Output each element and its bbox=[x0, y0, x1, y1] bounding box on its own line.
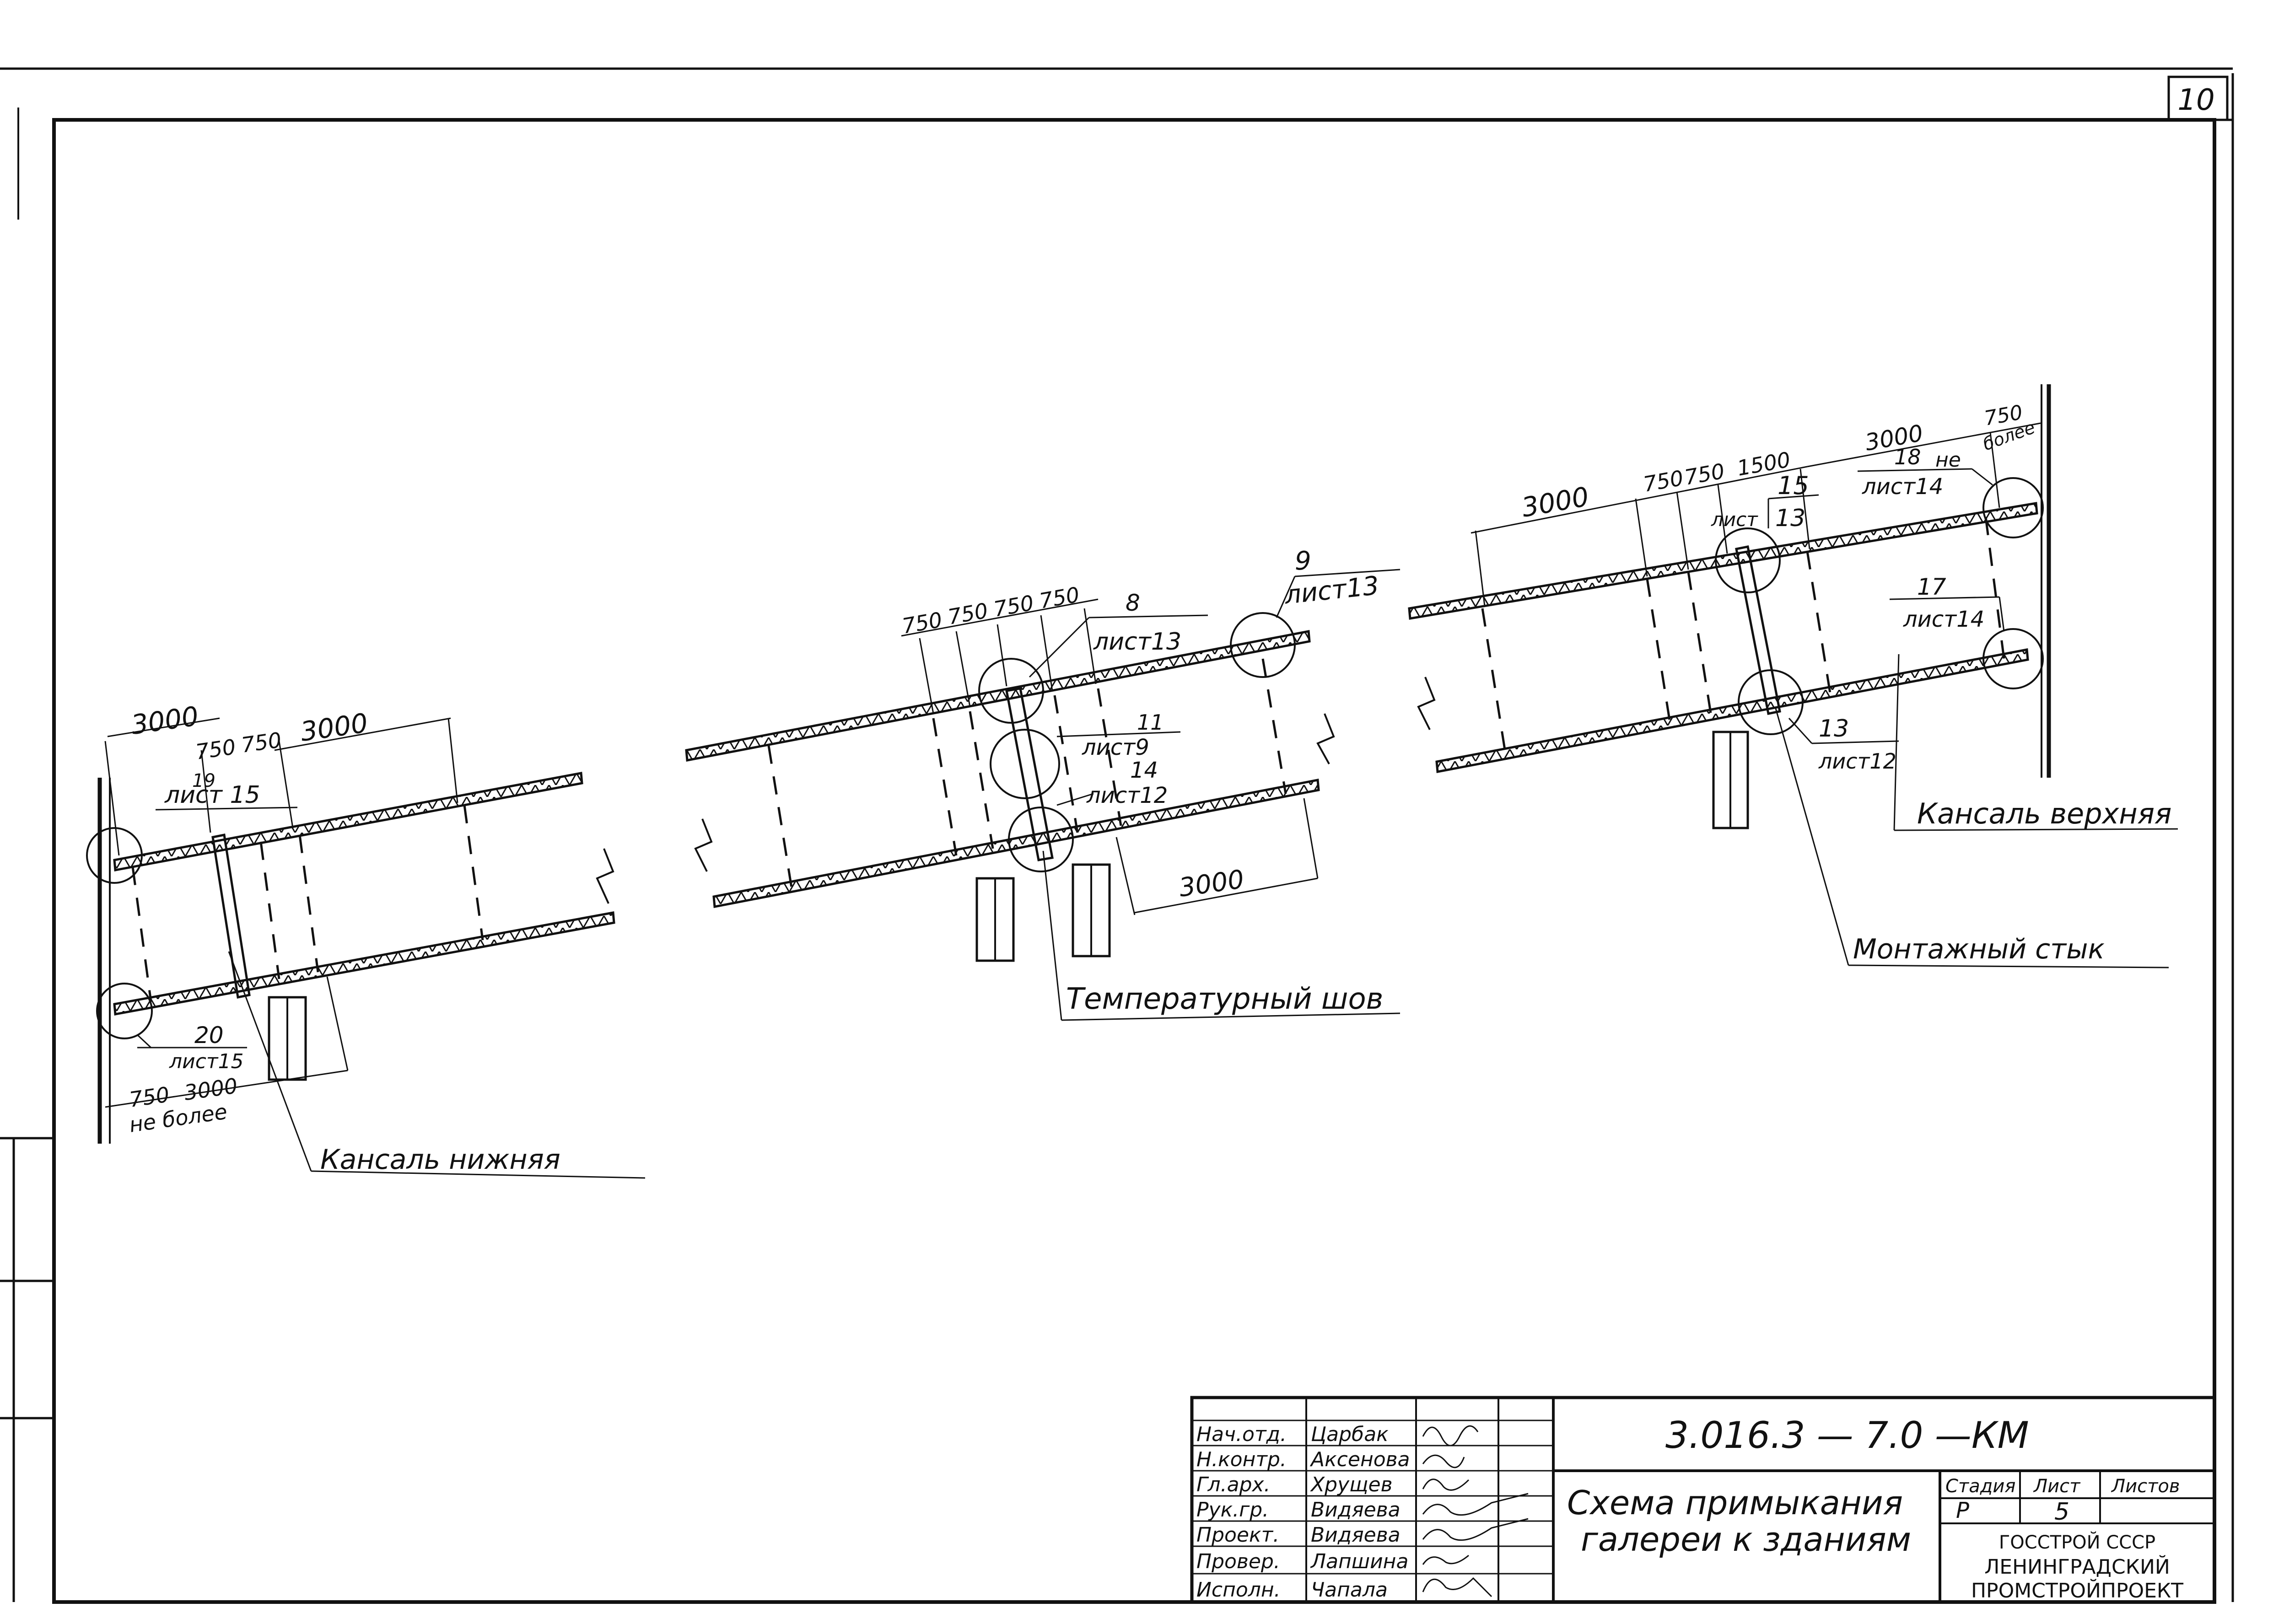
sheet-value: 5 bbox=[2054, 1498, 2069, 1526]
lower-bracket-label: Кансаль нижняя bbox=[320, 1144, 560, 1176]
lower-dim-750-bottom: 750 bbox=[128, 1082, 171, 1112]
callout-circle-18 bbox=[1982, 477, 2044, 538]
signature-4 bbox=[1422, 1518, 1529, 1541]
sheet-header: Лист bbox=[2033, 1476, 2081, 1497]
callout-circle-15 bbox=[1715, 527, 1781, 593]
signature-2 bbox=[1422, 1479, 1470, 1491]
name-2: Хрущев bbox=[1310, 1473, 1393, 1496]
role-5: Провер. bbox=[1196, 1550, 1280, 1573]
lower-dim-750-b: 750 bbox=[240, 727, 283, 758]
callout-9-num: 9 bbox=[1295, 546, 1311, 576]
lower-dim-3000-left: 3000 bbox=[129, 700, 200, 741]
lower-dim-3000-right: 3000 bbox=[298, 707, 370, 747]
mounting-joint-label: Монтажный стык bbox=[1853, 933, 2105, 965]
upper-top-chord bbox=[1408, 502, 2038, 620]
lower-top-chord bbox=[113, 772, 583, 871]
signature-6 bbox=[1422, 1577, 1492, 1597]
middle-bottom-chord bbox=[712, 779, 1320, 908]
middle-dim-750-3: 750 bbox=[992, 590, 1036, 621]
callout-18-sheet: лист14 bbox=[1862, 474, 1943, 500]
name-3: Видяева bbox=[1311, 1498, 1401, 1522]
middle-top-chord bbox=[685, 630, 1311, 762]
sheets-header: Листов bbox=[2111, 1476, 2180, 1497]
role-0: Нач.отд. bbox=[1196, 1423, 1287, 1446]
callout-8-sheet: лист13 bbox=[1093, 628, 1181, 656]
drawing-code: 3.016.3 — 7.0 —КМ bbox=[1665, 1414, 2029, 1457]
upper-not-more-1: не bbox=[1935, 448, 1961, 472]
role-1: Н.контр. bbox=[1196, 1448, 1287, 1471]
callout-13-sheet: лист12 bbox=[1818, 749, 1896, 774]
callout-13-num: 13 bbox=[1819, 715, 1849, 742]
callout-circle-19 bbox=[86, 827, 143, 884]
callout-17-sheet: лист14 bbox=[1903, 607, 1984, 632]
callout-circle-8 bbox=[978, 658, 1044, 724]
org-line1: ГОССТРОЙ СССР bbox=[1999, 1531, 2155, 1553]
callout-circle-17 bbox=[1982, 628, 2044, 689]
middle-dim-3000: 3000 bbox=[1177, 865, 1246, 903]
middle-dim-750-4: 750 bbox=[1038, 582, 1082, 613]
title-block: Нач.отд. Царбак Н.контр. Аксенова Гл.арх… bbox=[1190, 1396, 2216, 1604]
callout-circle-14 bbox=[1008, 807, 1074, 872]
upper-bracket-label: Кансаль верхняя bbox=[1917, 797, 2171, 830]
callout-15-sheet-word: лист bbox=[1711, 508, 1758, 531]
stage-header: Стадия bbox=[1945, 1476, 2015, 1497]
name-0: Царбак bbox=[1311, 1423, 1389, 1446]
page-number: 10 bbox=[2177, 83, 2214, 117]
name-5: Лапшина bbox=[1310, 1550, 1408, 1573]
callout-circle-13 bbox=[1738, 669, 1804, 735]
signature-0 bbox=[1422, 1425, 1479, 1447]
upper-dim-3000-left: 3000 bbox=[1519, 481, 1591, 523]
callout-15-num: 15 bbox=[1778, 471, 1809, 500]
lower-bottom-chord bbox=[113, 911, 615, 1016]
drawing-title-line1: Схема примыкания bbox=[1567, 1484, 1903, 1522]
callout-circle-11 bbox=[990, 729, 1060, 799]
temperature-joint-label: Температурный шов bbox=[1066, 982, 1383, 1016]
signature-3 bbox=[1422, 1493, 1529, 1516]
role-6: Исполн. bbox=[1196, 1578, 1281, 1602]
callout-11-sheet: лист9 bbox=[1082, 735, 1149, 760]
stage-value: Р bbox=[1956, 1498, 1969, 1523]
role-3: Рук.гр. bbox=[1196, 1498, 1269, 1522]
callout-18-num: 18 bbox=[1894, 445, 1921, 469]
callout-14-num: 14 bbox=[1130, 758, 1158, 783]
name-6: Чапала bbox=[1311, 1578, 1388, 1602]
callout-circle-20 bbox=[96, 983, 153, 1039]
callout-15-sheet-num: 13 bbox=[1775, 505, 1805, 532]
org-line2: ЛЕНИНГРАДСКИЙ bbox=[1984, 1554, 2170, 1579]
callout-19-num: 19 bbox=[192, 770, 215, 791]
lower-dim-750-a: 750 bbox=[194, 734, 237, 764]
callout-20-num: 20 bbox=[194, 1022, 224, 1049]
upper-dim-750-b: 750 bbox=[1683, 458, 1727, 489]
middle-dim-750-1: 750 bbox=[900, 607, 944, 638]
upper-bottom-chord bbox=[1435, 648, 2029, 773]
callout-circle-9 bbox=[1230, 612, 1296, 678]
org-line3: ПРОМСТРОЙПРОЕКТ bbox=[1971, 1578, 2183, 1602]
drawing-title-line2: галереи к зданиям bbox=[1581, 1520, 1911, 1559]
sheet-frame bbox=[0, 67, 2234, 1604]
name-1: Аксенова bbox=[1309, 1448, 1410, 1471]
role-4: Проект. bbox=[1196, 1523, 1279, 1547]
name-4: Видяева bbox=[1311, 1523, 1401, 1547]
callout-8-num: 8 bbox=[1126, 590, 1140, 616]
page-number-box: 10 bbox=[2167, 75, 2229, 121]
role-2: Гл.арх. bbox=[1196, 1473, 1271, 1496]
callout-11-num: 11 bbox=[1137, 710, 1164, 735]
callout-17-num: 17 bbox=[1917, 574, 1946, 600]
callout-20-sheet: лист15 bbox=[169, 1050, 244, 1073]
callout-19-sheet: лист 15 bbox=[164, 781, 260, 809]
signature-1 bbox=[1422, 1454, 1465, 1468]
lower-bracket-view: 3000 750 750 3000 750 3000 не более 19 л… bbox=[86, 700, 646, 1179]
upper-bracket-view: 3000 750 750 1500 3000 750 не более 15 л… bbox=[1408, 384, 2178, 968]
middle-dim-750-2: 750 bbox=[946, 598, 990, 629]
signature-5 bbox=[1422, 1554, 1469, 1565]
roles-table: Нач.отд. Царбак Н.контр. Аксенова Гл.арх… bbox=[1196, 1423, 1529, 1602]
lower-dim-3000-bottom: 3000 bbox=[183, 1073, 239, 1105]
callout-14-sheet: лист12 bbox=[1086, 783, 1168, 808]
middle-section-view: 750 750 750 750 3000 8 лист13 9 лист13 1… bbox=[685, 546, 1401, 1021]
